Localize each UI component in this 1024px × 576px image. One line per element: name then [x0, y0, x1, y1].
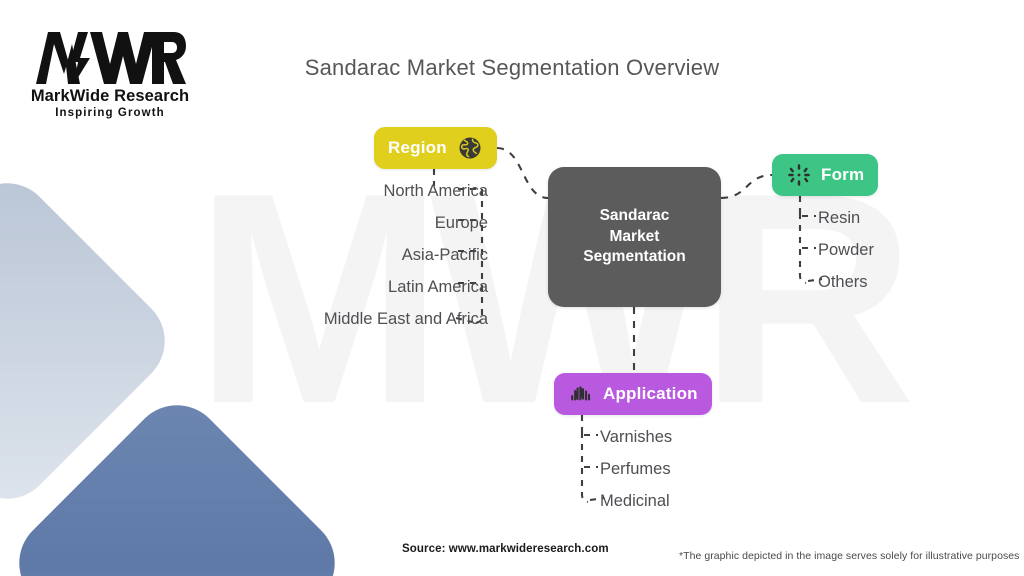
list-item[interactable]: North America: [383, 182, 488, 200]
globe-icon: [457, 135, 483, 161]
brand-logo: MarkWide Research Inspiring Growth: [22, 30, 198, 120]
brand-tagline: Inspiring Growth: [55, 107, 165, 120]
branch-badge-application[interactable]: Application: [554, 373, 712, 415]
connector-center-to-form: [720, 173, 773, 200]
branch-items-region: North America Europe Asia-Pacific Latin …: [200, 183, 488, 328]
footer-source: Source: www.markwideresearch.com: [402, 543, 609, 555]
branch-badge-region[interactable]: Region: [374, 127, 497, 169]
branch-badge-form[interactable]: Form: [772, 154, 879, 196]
connector-region-spine: [475, 189, 484, 324]
connector-application-leaf-3: [589, 496, 605, 502]
brand-name: MarkWide Research: [30, 87, 190, 105]
connector-application-spine: [580, 432, 589, 503]
list-item[interactable]: Asia-Pacific: [401, 246, 488, 264]
connector-form-leaf-3: [807, 277, 823, 283]
center-node-label: Sandarac Market Segmentation: [583, 206, 686, 266]
list-item[interactable]: Varnishes: [600, 428, 673, 446]
connector-region-leaf-5: [455, 316, 473, 324]
connector-region-to-center: [496, 146, 549, 200]
list-item[interactable]: Europe: [434, 214, 488, 232]
list-item[interactable]: Medicinal: [600, 492, 670, 510]
list-item[interactable]: Latin America: [388, 278, 488, 296]
list-item[interactable]: Others: [818, 273, 868, 291]
waveform-icon: [568, 381, 594, 407]
list-item[interactable]: Perfumes: [600, 460, 671, 478]
footer-disclaimer: *The graphic depicted in the image serve…: [679, 550, 1020, 562]
connector-form-spine: [798, 213, 807, 284]
mwr-logo-icon: [36, 32, 186, 84]
list-item[interactable]: Middle East and Africa: [323, 310, 488, 328]
burst-icon: [786, 162, 812, 188]
branch-items-form: Resin Powder Others: [818, 210, 874, 291]
branch-items-application: Varnishes Perfumes Medicinal: [600, 429, 672, 510]
page-title: Sandarac Market Segmentation Overview: [304, 55, 720, 80]
branch-label-application: Application: [603, 384, 698, 403]
branch-label-region: Region: [388, 138, 447, 157]
list-item[interactable]: Resin: [818, 209, 861, 227]
center-node[interactable]: Sandarac Market Segmentation: [548, 167, 721, 307]
branch-label-form: Form: [821, 165, 865, 184]
list-item[interactable]: Powder: [818, 241, 874, 259]
